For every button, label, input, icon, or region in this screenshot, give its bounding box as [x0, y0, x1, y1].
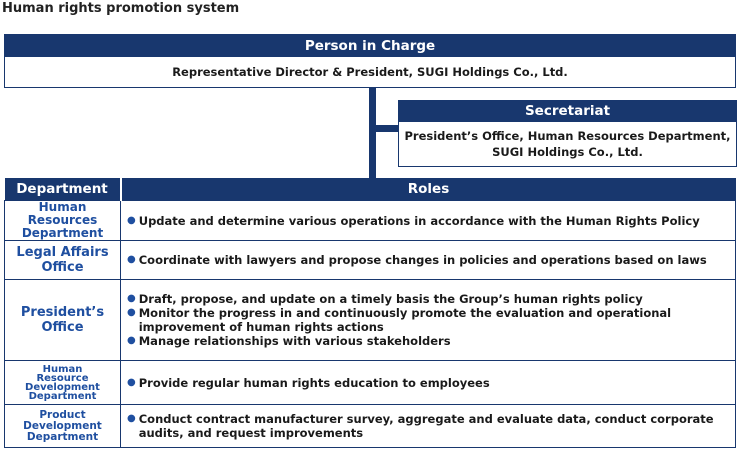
table-row: Human Resources Department ● Update and …	[4, 200, 736, 241]
secretariat-line-1: President’s Office, Human Resources Depa…	[404, 129, 731, 143]
role-item: ● Monitor the progress in and continuous…	[127, 306, 729, 334]
department-name-line: Development	[25, 381, 100, 393]
roles-cell: ● Conduct contract manufacturer survey, …	[120, 404, 736, 448]
department-name-line: Legal Affairs	[16, 245, 109, 260]
secretariat-body: President’s Office, Human Resources Depa…	[398, 122, 737, 167]
department-cell: Legal Affairs Office	[4, 240, 121, 280]
role-item: ● Update and determine various operation…	[127, 214, 729, 228]
roles-column-header: Roles	[120, 178, 736, 201]
bullet-dot-icon: ●	[127, 307, 136, 318]
department-name-line: Resource	[36, 372, 89, 384]
department-cell: Human Resource Development Department	[4, 360, 121, 405]
department-cell: Human Resources Department	[4, 200, 121, 241]
role-item: ● Draft, propose, and update on a timely…	[127, 292, 729, 306]
roles-cell: ● Provide regular human rights education…	[120, 360, 736, 405]
department-name-line: Department	[26, 430, 99, 443]
table-row: President’s Office ● Draft, propose, and…	[4, 279, 736, 361]
table-row: Product Development Department ● Conduct…	[4, 404, 736, 448]
bullet-dot-icon: ●	[127, 214, 136, 226]
role-text: Conduct contract manufacturer survey, ag…	[138, 412, 714, 440]
department-name-line: Human Resources	[27, 200, 98, 227]
role-item: ● Coordinate with lawyers and propose ch…	[127, 253, 729, 267]
table-header-row: Department Roles	[4, 178, 736, 201]
person-in-charge-body: Representative Director & President, SUG…	[4, 57, 736, 88]
bullet-dot-icon: ●	[127, 293, 136, 304]
department-cell: President’s Office	[4, 279, 121, 361]
bullet-dot-icon: ●	[127, 254, 136, 265]
secretariat-header: Secretariat	[398, 100, 737, 122]
role-text: Monitor the progress in and continuously…	[138, 306, 672, 334]
bullet-dot-icon: ●	[127, 376, 136, 388]
person-in-charge-header: Person in Charge	[4, 34, 736, 57]
department-name-line: Human	[42, 363, 83, 375]
page-title: Human rights promotion system	[2, 1, 240, 16]
bullet-dot-icon: ●	[127, 335, 136, 346]
role-item: ● Provide regular human rights education…	[127, 376, 729, 390]
roles-cell: ● Draft, propose, and update on a timely…	[120, 279, 736, 361]
department-name-line: Product	[39, 408, 86, 421]
department-name-line: President’s	[20, 305, 105, 320]
role-text: Draft, propose, and update on a timely b…	[138, 292, 643, 306]
role-text: Coordinate with lawyers and propose chan…	[138, 253, 707, 267]
roles-cell: ● Coordinate with lawyers and propose ch…	[120, 240, 736, 280]
role-text: Update and determine various operations …	[138, 213, 700, 228]
bullet-dot-icon: ●	[127, 413, 136, 424]
department-column-header: Department	[4, 178, 122, 201]
roles-table: Department Roles Human Resources Departm…	[4, 178, 736, 448]
department-cell: Product Development Department	[4, 404, 121, 448]
department-name-line: Office	[41, 320, 84, 335]
role-text: Provide regular human rights education t…	[138, 375, 490, 390]
table-row: Legal Affairs Office ● Coordinate with l…	[4, 240, 736, 280]
department-name-line: Office	[41, 260, 84, 275]
department-name-line: Department	[28, 390, 97, 402]
role-item: ● Conduct contract manufacturer survey, …	[127, 412, 729, 440]
department-name-line: Department	[21, 226, 104, 240]
secretariat-line-2: SUGI Holdings Co., Ltd.	[492, 145, 643, 159]
connector-horizontal	[369, 125, 399, 132]
role-text: Manage relationships with various stakeh…	[138, 334, 451, 348]
connector-vertical	[369, 88, 376, 178]
department-name-line: Development	[23, 419, 102, 432]
role-item: ● Manage relationships with various stak…	[127, 334, 729, 348]
roles-cell: ● Update and determine various operation…	[120, 200, 736, 241]
table-row: Human Resource Development Department ● …	[4, 360, 736, 405]
